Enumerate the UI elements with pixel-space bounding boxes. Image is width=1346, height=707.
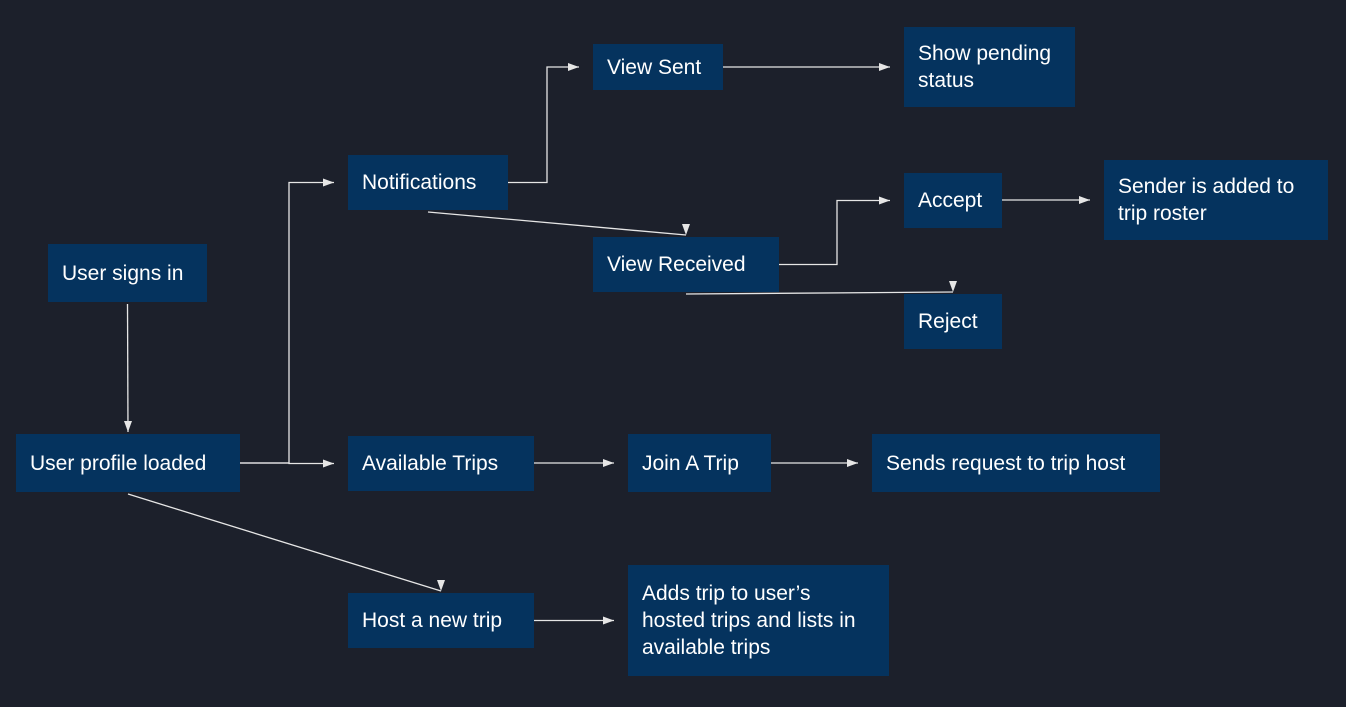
connector-view_received-to-reject [685, 291, 954, 295]
connector-user_signs_in-to-user_profile_loaded [126, 303, 129, 433]
arrowhead-user_signs_in-to-user_profile_loaded [124, 421, 132, 432]
arrowhead-notifications-to-view_sent [568, 63, 579, 71]
connector-notifications-to-view_sent [508, 66, 579, 184]
arrowhead-accept-to-sender_added [1079, 196, 1090, 204]
node-user-profile-loaded: User profile loaded [16, 434, 240, 492]
arrowhead-view_received-to-reject [949, 281, 957, 292]
connector-user_profile_loaded-to-host_new_trip [127, 493, 442, 592]
node-reject: Reject [904, 294, 1002, 349]
node-host-new-trip: Host a new trip [348, 593, 534, 648]
connector-user_profile_loaded-to-notifications [240, 181, 334, 464]
node-join-a-trip: Join A Trip [628, 434, 771, 492]
arrowhead-user_profile_loaded-to-available_trips [323, 459, 334, 468]
arrowhead-join_trip-to-sends_request [847, 459, 858, 467]
node-view-sent: View Sent [593, 44, 723, 90]
node-accept: Accept [904, 173, 1002, 228]
node-available-trips: Available Trips [348, 436, 534, 491]
arrowhead-user_profile_loaded-to-host_new_trip [437, 580, 445, 591]
arrowhead-user_profile_loaded-to-notifications [323, 178, 334, 187]
node-view-received: View Received [593, 237, 779, 292]
node-user-signs-in: User signs in [48, 244, 207, 302]
connector-notifications-to-view_received [427, 211, 687, 236]
node-notifications: Notifications [348, 155, 508, 210]
node-sender-added-to-roster: Sender is added to trip roster [1104, 160, 1328, 240]
node-sends-request-to-host: Sends request to trip host [872, 434, 1160, 492]
arrowhead-notifications-to-view_received [682, 224, 690, 235]
node-show-pending-status: Show pending status [904, 27, 1075, 107]
arrowhead-host_new_trip-to-adds_trip [603, 616, 614, 625]
arrowhead-view_sent-to-show_pending_status [879, 63, 890, 71]
arrowhead-view_received-to-accept [879, 196, 890, 205]
node-adds-trip-to-hosted: Adds trip to user’s hosted trips and lis… [628, 565, 889, 676]
connector-view_received-to-accept [779, 199, 890, 266]
arrowhead-available_trips-to-join_trip [603, 459, 614, 467]
